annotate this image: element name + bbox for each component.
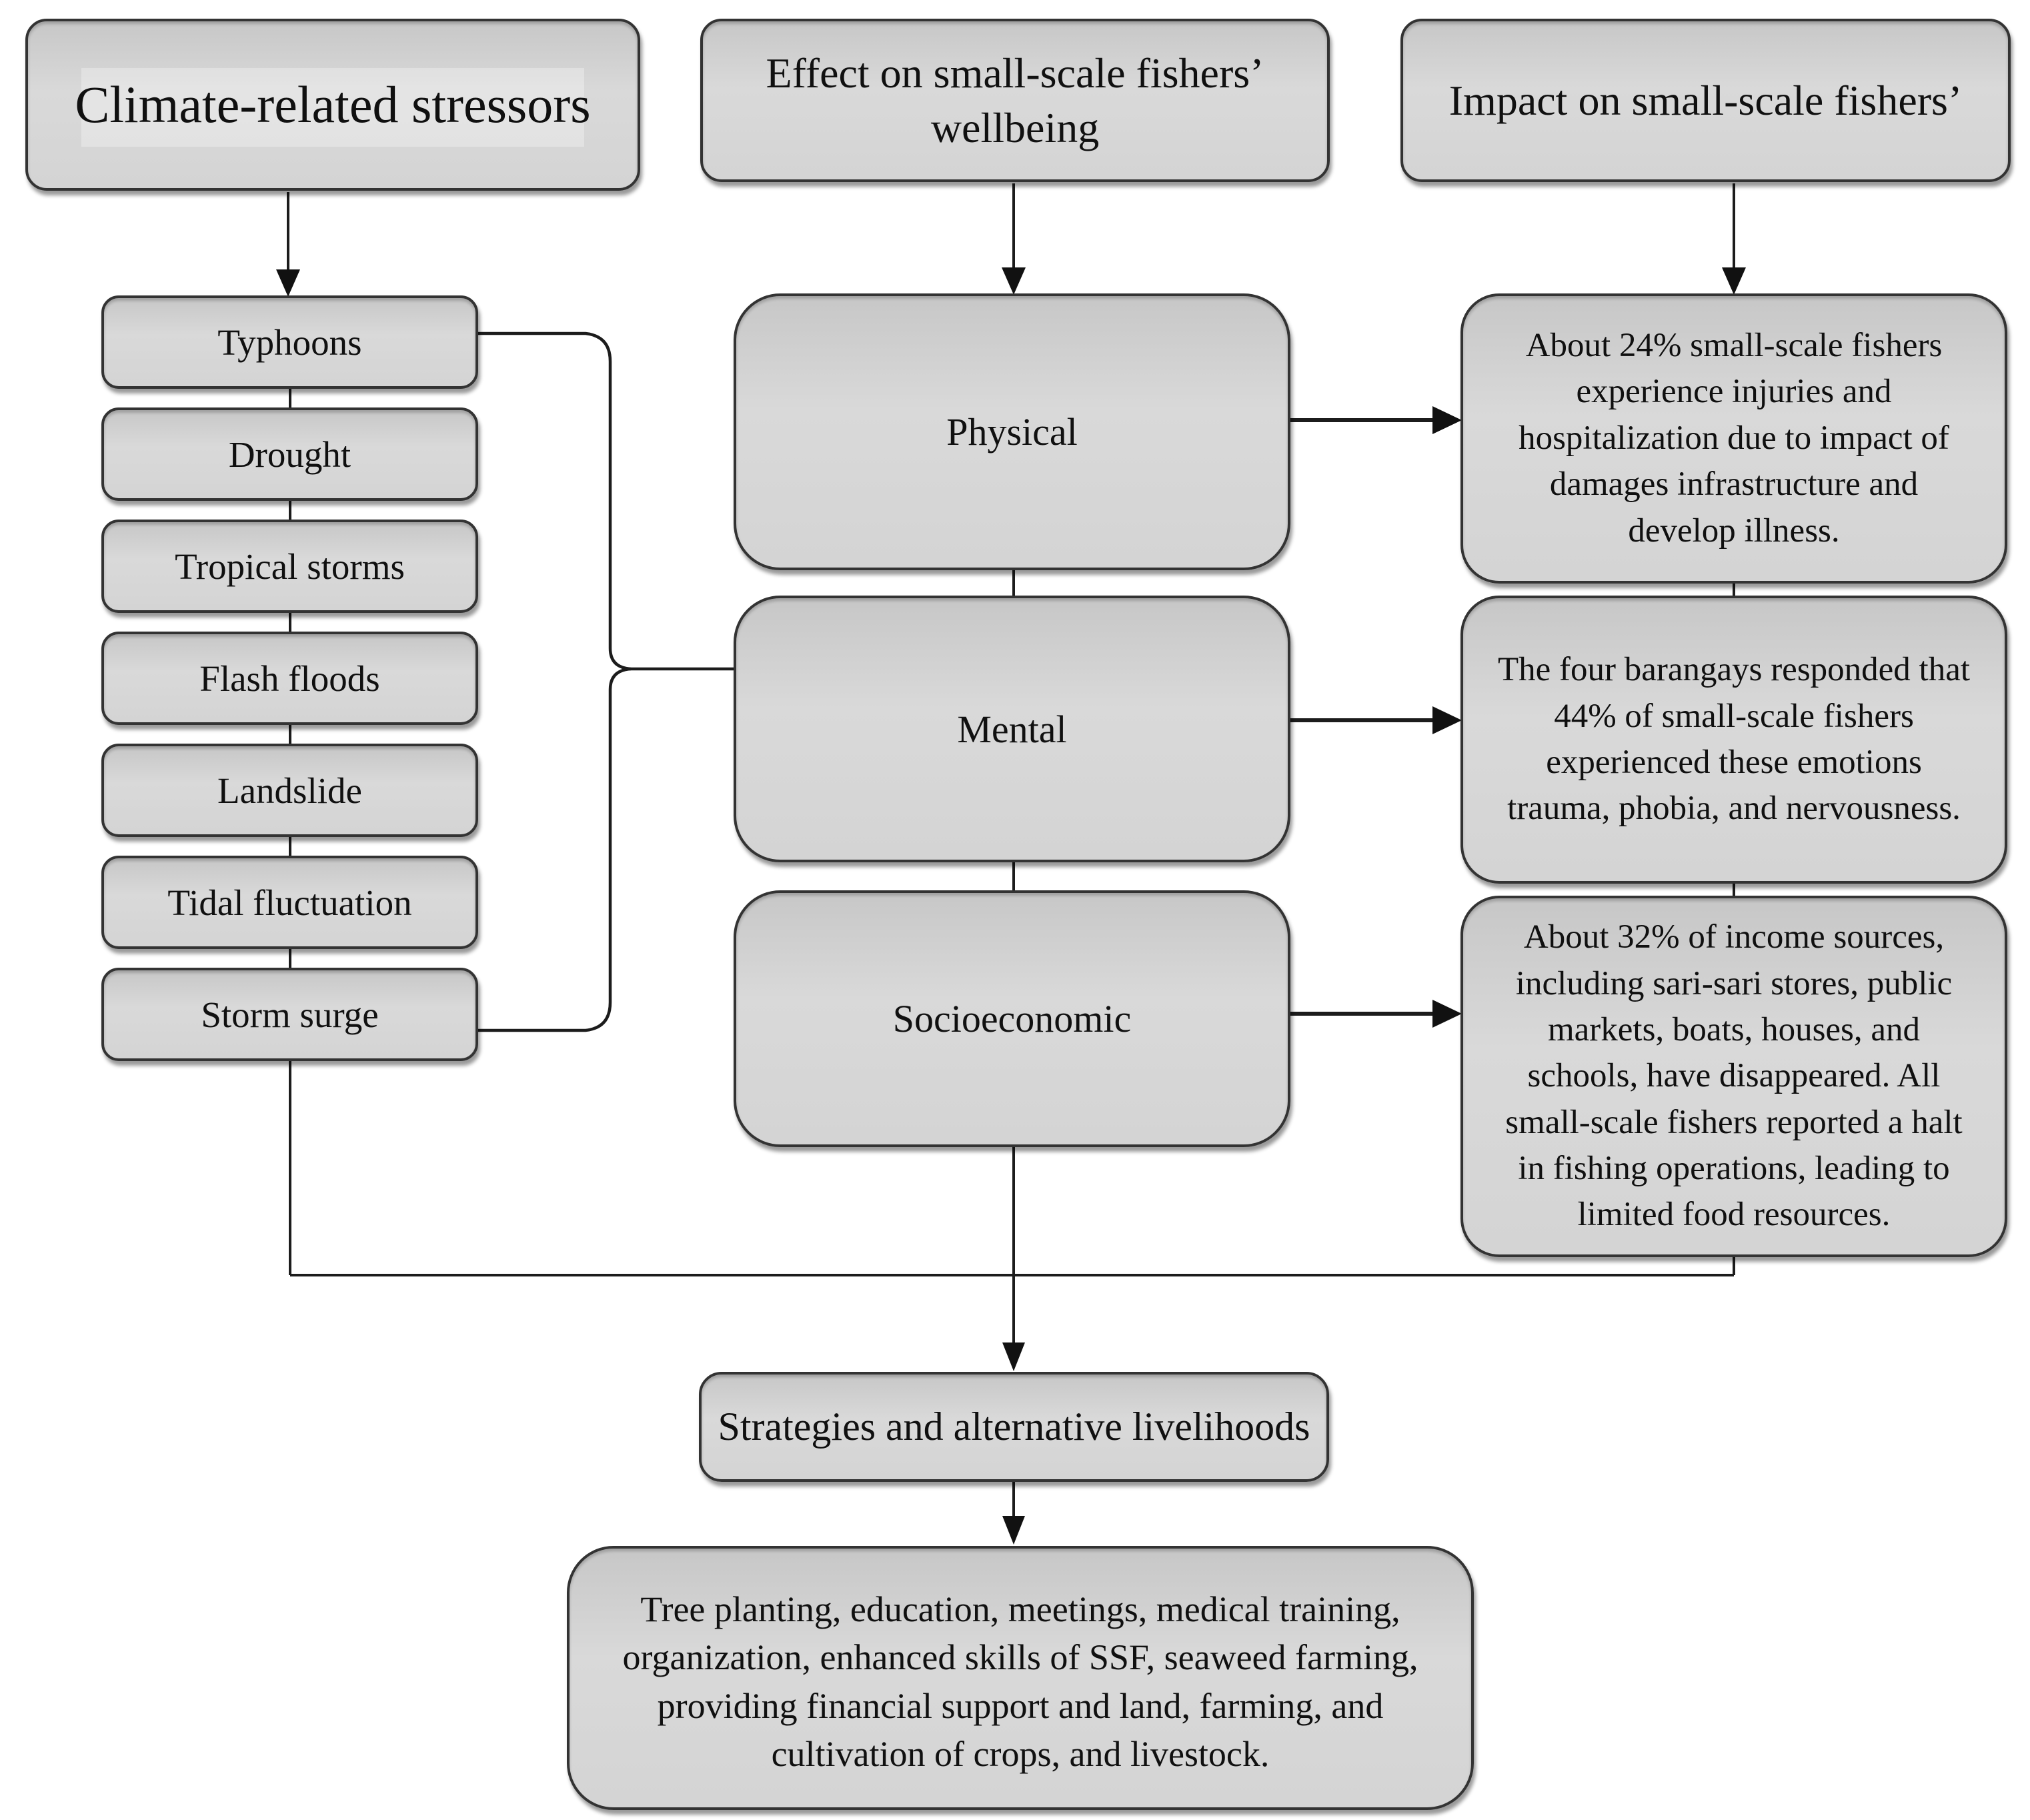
node-flash-floods: Flash floods <box>101 632 478 725</box>
header-effect-wellbeing: Effect on small-scale fishers’ wellbeing <box>700 19 1330 182</box>
header-impact-fishers: Impact on small-scale fishers’ <box>1400 19 2011 182</box>
node-tropical-storms-label: Tropical storms <box>175 546 405 587</box>
node-strategies-detail-text: Tree planting, education, meetings, medi… <box>622 1589 1418 1775</box>
node-socioeconomic-label: Socioeconomic <box>892 997 1132 1040</box>
header-climate-stressors-label: Climate-related stressors <box>75 75 591 134</box>
node-socioeconomic: Socioeconomic <box>734 890 1290 1147</box>
node-strategies-detail: Tree planting, education, meetings, medi… <box>567 1546 1474 1810</box>
header-highlight <box>81 68 584 147</box>
node-impact-socioeconomic: About 32% of income sources, including s… <box>1460 896 2007 1257</box>
node-impact-physical: About 24% small-scale fishers experience… <box>1460 293 2007 584</box>
header-impact-fishers-label: Impact on small-scale fishers’ <box>1448 76 1963 124</box>
node-drought-label: Drought <box>228 433 351 475</box>
node-mental-label: Mental <box>957 707 1067 751</box>
node-storm-surge: Storm surge <box>101 968 478 1061</box>
node-physical: Physical <box>734 293 1290 570</box>
node-impact-socioeconomic-text: About 32% of income sources, including s… <box>1505 918 1963 1234</box>
node-impact-physical-text: About 24% small-scale fishers experience… <box>1518 327 1949 550</box>
node-landslide: Landslide <box>101 744 478 837</box>
node-typhoons-label: Typhoons <box>217 321 362 363</box>
node-landslide-label: Landslide <box>217 770 362 811</box>
node-storm-surge-label: Storm surge <box>201 994 379 1035</box>
node-drought: Drought <box>101 407 478 501</box>
header-effect-wellbeing-label: Effect on small-scale fishers’ wellbeing <box>766 49 1264 151</box>
node-typhoons: Typhoons <box>101 295 478 389</box>
node-impact-mental-text: The four barangays responded that 44% of… <box>1497 651 1971 828</box>
node-impact-mental: The four barangays responded that 44% of… <box>1460 596 2007 884</box>
node-strategies: Strategies and alternative livelihoods <box>699 1372 1329 1482</box>
node-flash-floods-label: Flash floods <box>199 658 380 699</box>
header-climate-stressors: Climate-related stressors <box>25 19 640 191</box>
node-tropical-storms: Tropical storms <box>101 520 478 613</box>
node-strategies-label: Strategies and alternative livelihoods <box>718 1405 1310 1449</box>
node-physical-label: Physical <box>946 410 1078 453</box>
node-mental: Mental <box>734 596 1290 862</box>
node-tidal-fluctuation: Tidal fluctuation <box>101 856 478 949</box>
node-tidal-fluctuation-label: Tidal fluctuation <box>167 882 412 923</box>
